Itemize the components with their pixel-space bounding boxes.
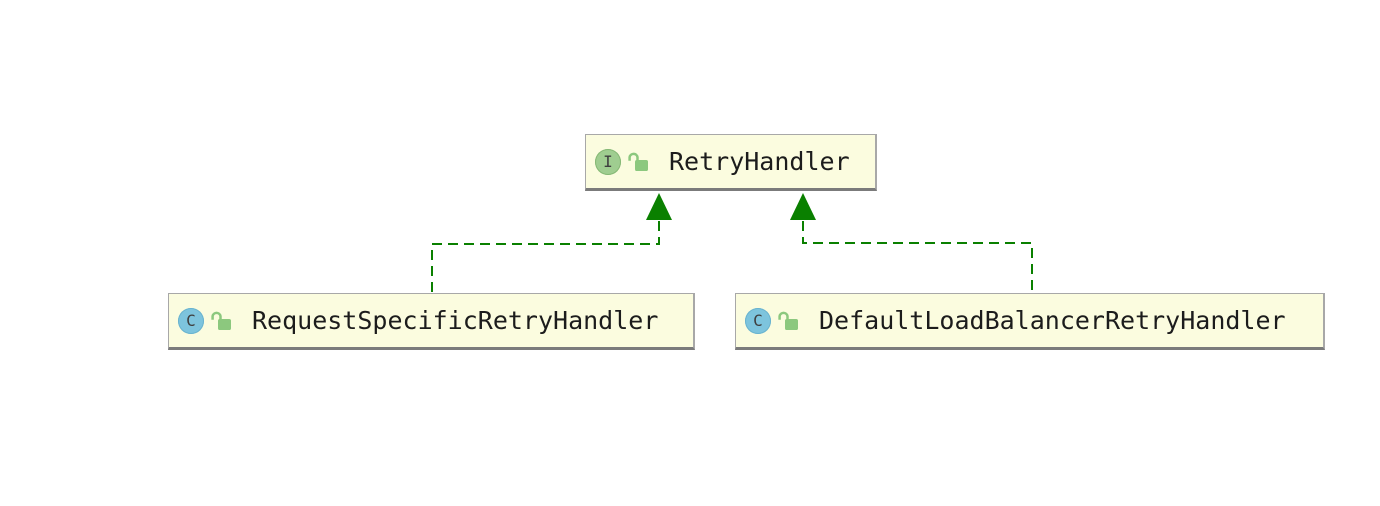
unlocked-padlock-icon	[628, 152, 648, 171]
class-icon: C	[745, 307, 771, 334]
interface-node-retryhandler[interactable]: I RetryHandler	[585, 134, 877, 191]
triangle-arrowhead-icon	[646, 193, 672, 220]
dashed-edge-line	[431, 221, 660, 292]
triangle-arrowhead-icon	[790, 193, 816, 220]
node-label: RetryHandler	[669, 147, 850, 176]
node-label: RequestSpecificRetryHandler	[252, 306, 659, 335]
class-node-requestspecificretryhandler[interactable]: C RequestSpecificRetryHandler	[168, 293, 695, 350]
class-icon: C	[178, 307, 204, 334]
class-node-defaultloadbalancerretryhandler[interactable]: C DefaultLoadBalancerRetryHandler	[735, 293, 1325, 350]
realization-edge-requestspecific-to-retryhandler	[431, 193, 672, 292]
node-label: DefaultLoadBalancerRetryHandler	[819, 306, 1286, 335]
unlocked-padlock-icon	[778, 311, 798, 330]
dashed-edge-line	[802, 221, 1033, 292]
realization-edge-defaultloadbalancer-to-retryhandler	[790, 193, 1033, 292]
interface-icon: I	[595, 148, 621, 175]
unlocked-padlock-icon	[211, 311, 231, 330]
